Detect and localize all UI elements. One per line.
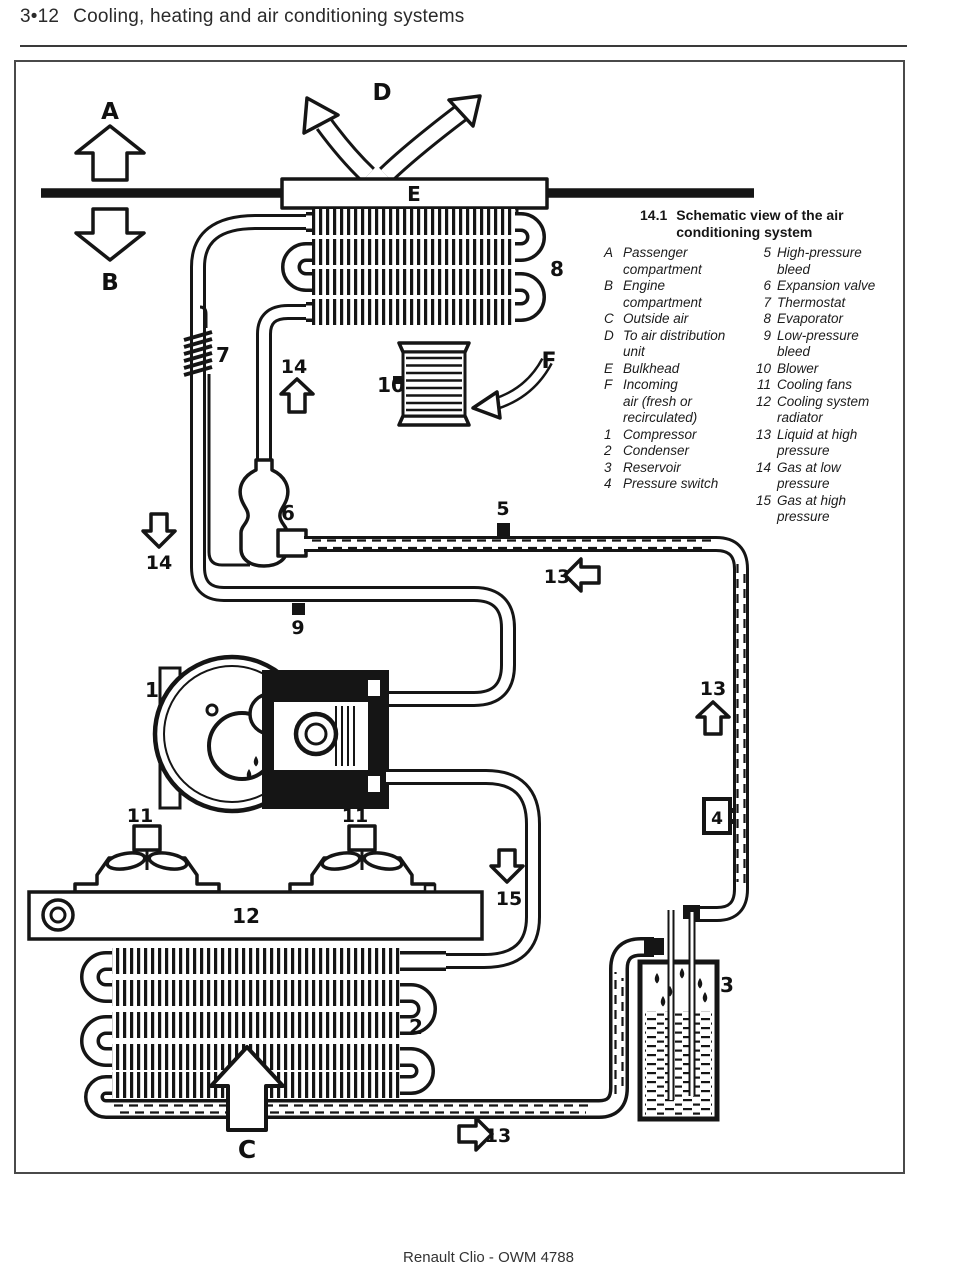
arrow-d-split bbox=[302, 94, 482, 183]
cooling-fan bbox=[288, 824, 436, 894]
liquid-pipe-high-pressure bbox=[304, 536, 749, 922]
arrow-14-down bbox=[141, 512, 177, 549]
label-13: 13 bbox=[700, 678, 726, 700]
figure-caption: 14.1 Schematic view of the air condition… bbox=[640, 207, 884, 241]
cooling-fan bbox=[73, 824, 221, 894]
label-c: C bbox=[238, 1135, 256, 1164]
pressure-switch bbox=[702, 797, 735, 835]
arrow-13-right bbox=[457, 1116, 494, 1152]
label-1: 1 bbox=[145, 678, 159, 702]
compressor bbox=[152, 654, 389, 814]
label-e: E bbox=[407, 182, 421, 206]
low-pressure-bleed-tap bbox=[292, 603, 305, 615]
ac-system-diagram: A B D E 8 7 14 10 F 6 5 14 13 9 1 13 4 1… bbox=[27, 80, 754, 1164]
header-rule bbox=[20, 45, 907, 47]
figure-caption-text: Schematic view of the air conditioning s… bbox=[676, 207, 844, 240]
high-pressure-bleed-tap bbox=[497, 523, 510, 536]
label-14: 14 bbox=[146, 552, 172, 574]
evaporator-feed-pipe bbox=[256, 304, 308, 460]
bulkhead-panel bbox=[280, 177, 549, 210]
arrow-c-up bbox=[209, 1045, 285, 1132]
label-4: 4 bbox=[711, 809, 723, 829]
page-footer: Renault Clio - OWM 4788 bbox=[403, 1249, 574, 1266]
arrow-14-up bbox=[279, 377, 315, 414]
suction-pipe bbox=[190, 214, 516, 707]
label-8: 8 bbox=[550, 257, 564, 281]
arrow-b-down bbox=[74, 207, 146, 262]
label-14: 14 bbox=[281, 356, 307, 378]
label-5: 5 bbox=[496, 498, 509, 520]
arrow-f-incoming bbox=[471, 357, 553, 420]
label-10: 10 bbox=[377, 373, 405, 397]
label-7: 7 bbox=[216, 343, 230, 367]
label-13: 13 bbox=[485, 1125, 511, 1147]
blower bbox=[393, 341, 471, 427]
arrow-13-up bbox=[695, 700, 731, 736]
label-11: 11 bbox=[127, 805, 153, 827]
label-f: F bbox=[541, 349, 556, 374]
discharge-pipe bbox=[386, 769, 541, 969]
label-b: B bbox=[101, 270, 119, 296]
label-6: 6 bbox=[281, 501, 295, 525]
label-9: 9 bbox=[291, 617, 304, 639]
label-2: 2 bbox=[409, 1015, 423, 1039]
label-3: 3 bbox=[720, 973, 734, 997]
label-15: 15 bbox=[496, 888, 522, 910]
arrow-a-up bbox=[74, 124, 146, 182]
label-11: 11 bbox=[342, 805, 368, 827]
page-number: 3•12 bbox=[20, 6, 60, 27]
radiator bbox=[27, 883, 484, 941]
reservoir-tank bbox=[637, 905, 720, 1122]
figure-number: 14.1 bbox=[640, 207, 668, 223]
page-header: 3•12 Cooling, heating and air conditionin… bbox=[20, 6, 465, 28]
arrow-13-left bbox=[563, 557, 601, 593]
thermostat-coil bbox=[183, 305, 250, 567]
label-12: 12 bbox=[232, 904, 260, 928]
label-13: 13 bbox=[544, 566, 570, 588]
expansion-valve bbox=[238, 458, 308, 568]
condenser-coil bbox=[80, 937, 654, 1119]
figure-frame: A B D E 8 7 14 10 F 6 5 14 13 9 1 13 4 1… bbox=[14, 60, 905, 1174]
chapter-title: Cooling, heating and air conditioning sy… bbox=[73, 6, 465, 27]
arrow-15-down bbox=[489, 848, 525, 884]
label-d: D bbox=[372, 80, 391, 106]
evaporator-coil bbox=[281, 209, 546, 325]
label-a: A bbox=[101, 99, 119, 125]
